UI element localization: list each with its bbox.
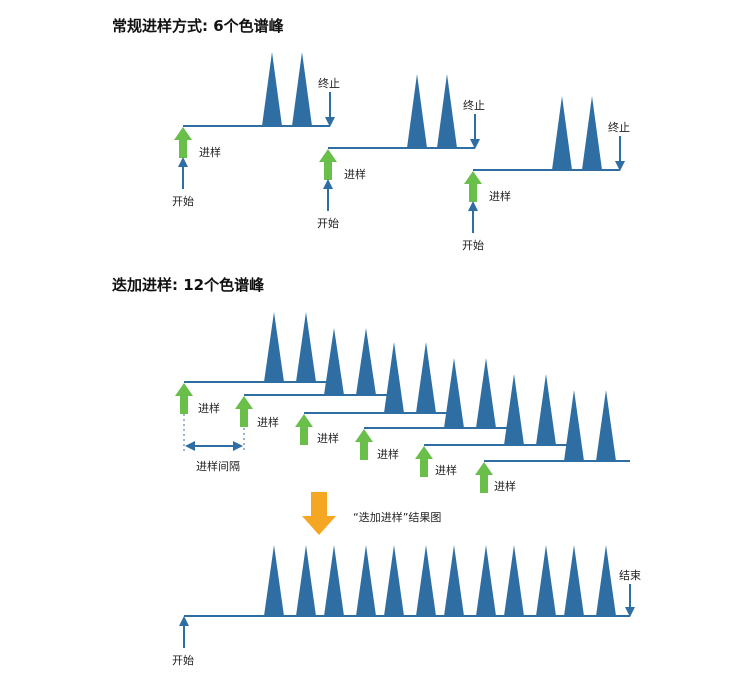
peak bbox=[264, 312, 284, 382]
end-label: 结束 bbox=[619, 569, 641, 582]
peak bbox=[296, 312, 316, 382]
peak bbox=[596, 545, 616, 616]
peak bbox=[324, 545, 344, 616]
inject-arrow-icon bbox=[475, 462, 493, 493]
peak bbox=[444, 545, 464, 616]
peak bbox=[262, 52, 282, 126]
peak bbox=[356, 328, 376, 395]
inject-arrow-icon bbox=[174, 127, 192, 158]
peak bbox=[292, 52, 312, 126]
inject-label: 进样 bbox=[198, 401, 220, 415]
conventional-run-3: 进样 开始 终止 bbox=[462, 96, 630, 252]
inject-arrow-icon bbox=[415, 446, 433, 477]
peak bbox=[437, 74, 457, 148]
result-arrow-icon bbox=[302, 492, 336, 535]
peak bbox=[552, 96, 572, 170]
peak bbox=[504, 374, 524, 445]
peak bbox=[416, 545, 436, 616]
stop-label: 终止 bbox=[318, 76, 340, 90]
conventional-run-1: 进样 开始 终止 bbox=[172, 52, 340, 208]
section2-heading: 迭加进样: 12个色谱峰 bbox=[112, 276, 265, 294]
inject-arrow-icon bbox=[175, 383, 193, 414]
inject-label: 进样 bbox=[494, 479, 516, 493]
inject-arrow-icon bbox=[319, 149, 337, 180]
peak bbox=[384, 545, 404, 616]
stacked-run-4: 进样 bbox=[355, 358, 507, 461]
start-label: 开始 bbox=[172, 194, 194, 208]
peak bbox=[564, 390, 584, 461]
peak bbox=[582, 96, 602, 170]
inject-label: 进样 bbox=[257, 415, 279, 429]
inject-arrow-icon bbox=[235, 396, 253, 427]
inject-label: 进样 bbox=[344, 167, 366, 181]
peak bbox=[536, 545, 556, 616]
peak bbox=[596, 390, 616, 461]
peak bbox=[536, 374, 556, 445]
inject-label: 进样 bbox=[317, 431, 339, 445]
inject-arrow-icon bbox=[464, 171, 482, 202]
conventional-run-2: 进样 开始 终止 bbox=[317, 74, 485, 230]
peak bbox=[296, 545, 316, 616]
section1-heading: 常规进样方式: 6个色谱峰 bbox=[112, 17, 285, 35]
peak bbox=[407, 74, 427, 148]
interval-label: 进样间隔 bbox=[196, 459, 240, 473]
peak bbox=[564, 545, 584, 616]
peak bbox=[476, 545, 496, 616]
start-label: 开始 bbox=[317, 216, 339, 230]
result-chromatogram: 开始 结束 bbox=[172, 545, 641, 667]
peak bbox=[264, 545, 284, 616]
inject-arrow-icon bbox=[355, 429, 373, 460]
stop-label: 终止 bbox=[608, 120, 630, 134]
inject-arrow-icon bbox=[295, 414, 313, 445]
start-label: 开始 bbox=[172, 653, 194, 667]
peak bbox=[504, 545, 524, 616]
peak bbox=[416, 342, 436, 413]
stacked-run-2: 进样 bbox=[235, 328, 387, 429]
peak bbox=[324, 328, 344, 395]
inject-label: 进样 bbox=[489, 189, 511, 203]
start-label: 开始 bbox=[462, 238, 484, 252]
inject-label: 进样 bbox=[435, 463, 457, 477]
stacked-run-1: 进样 bbox=[175, 312, 327, 415]
peak bbox=[444, 358, 464, 428]
stop-label: 终止 bbox=[463, 98, 485, 112]
stacked-run-6: 进样 bbox=[475, 390, 630, 493]
inject-label: 进样 bbox=[377, 447, 399, 461]
inject-label: 进样 bbox=[199, 145, 221, 159]
stacked-run-3: 进样 bbox=[295, 342, 447, 445]
peak bbox=[476, 358, 496, 428]
result-label: “迭加进样”结果图 bbox=[353, 510, 441, 524]
interval-indicator: 进样间隔 bbox=[183, 414, 245, 473]
stacked-run-5: 进样 bbox=[415, 374, 567, 477]
peak bbox=[384, 342, 404, 413]
peak bbox=[356, 545, 376, 616]
